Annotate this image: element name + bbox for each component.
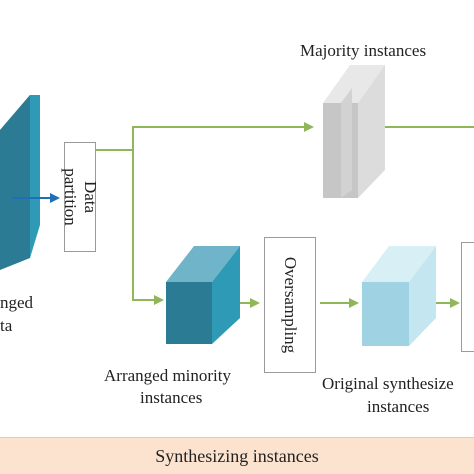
- arranged-minority-label-2: instances: [140, 388, 203, 407]
- next-step-box: [461, 242, 474, 352]
- original-synth-label-1: Original synthesize: [322, 374, 454, 393]
- data-partition-box: Data partition: [61, 142, 100, 252]
- synthesizing-band-label: Synthesizing instances: [155, 446, 319, 466]
- data-partition-label: Data partition: [61, 168, 100, 226]
- oversampling-box: Oversampling: [264, 237, 316, 373]
- arrow-to-minority: [132, 150, 164, 305]
- arranged-minority-label-1: Arranged minority: [104, 366, 231, 385]
- synthesizing-band: [0, 437, 474, 474]
- minority-block: [166, 246, 240, 344]
- synth-block: [362, 246, 436, 346]
- arranged-data-block: [0, 95, 40, 270]
- original-synth-label-2: instances: [367, 397, 430, 416]
- arranged-data-label-2: ta: [0, 316, 13, 335]
- oversampling-label: Oversampling: [281, 256, 300, 354]
- majority-label: Majority instances: [300, 41, 427, 60]
- arranged-data-label-1: nged: [0, 293, 34, 312]
- arrow-to-majority: [95, 122, 314, 151]
- majority-block: [323, 65, 385, 198]
